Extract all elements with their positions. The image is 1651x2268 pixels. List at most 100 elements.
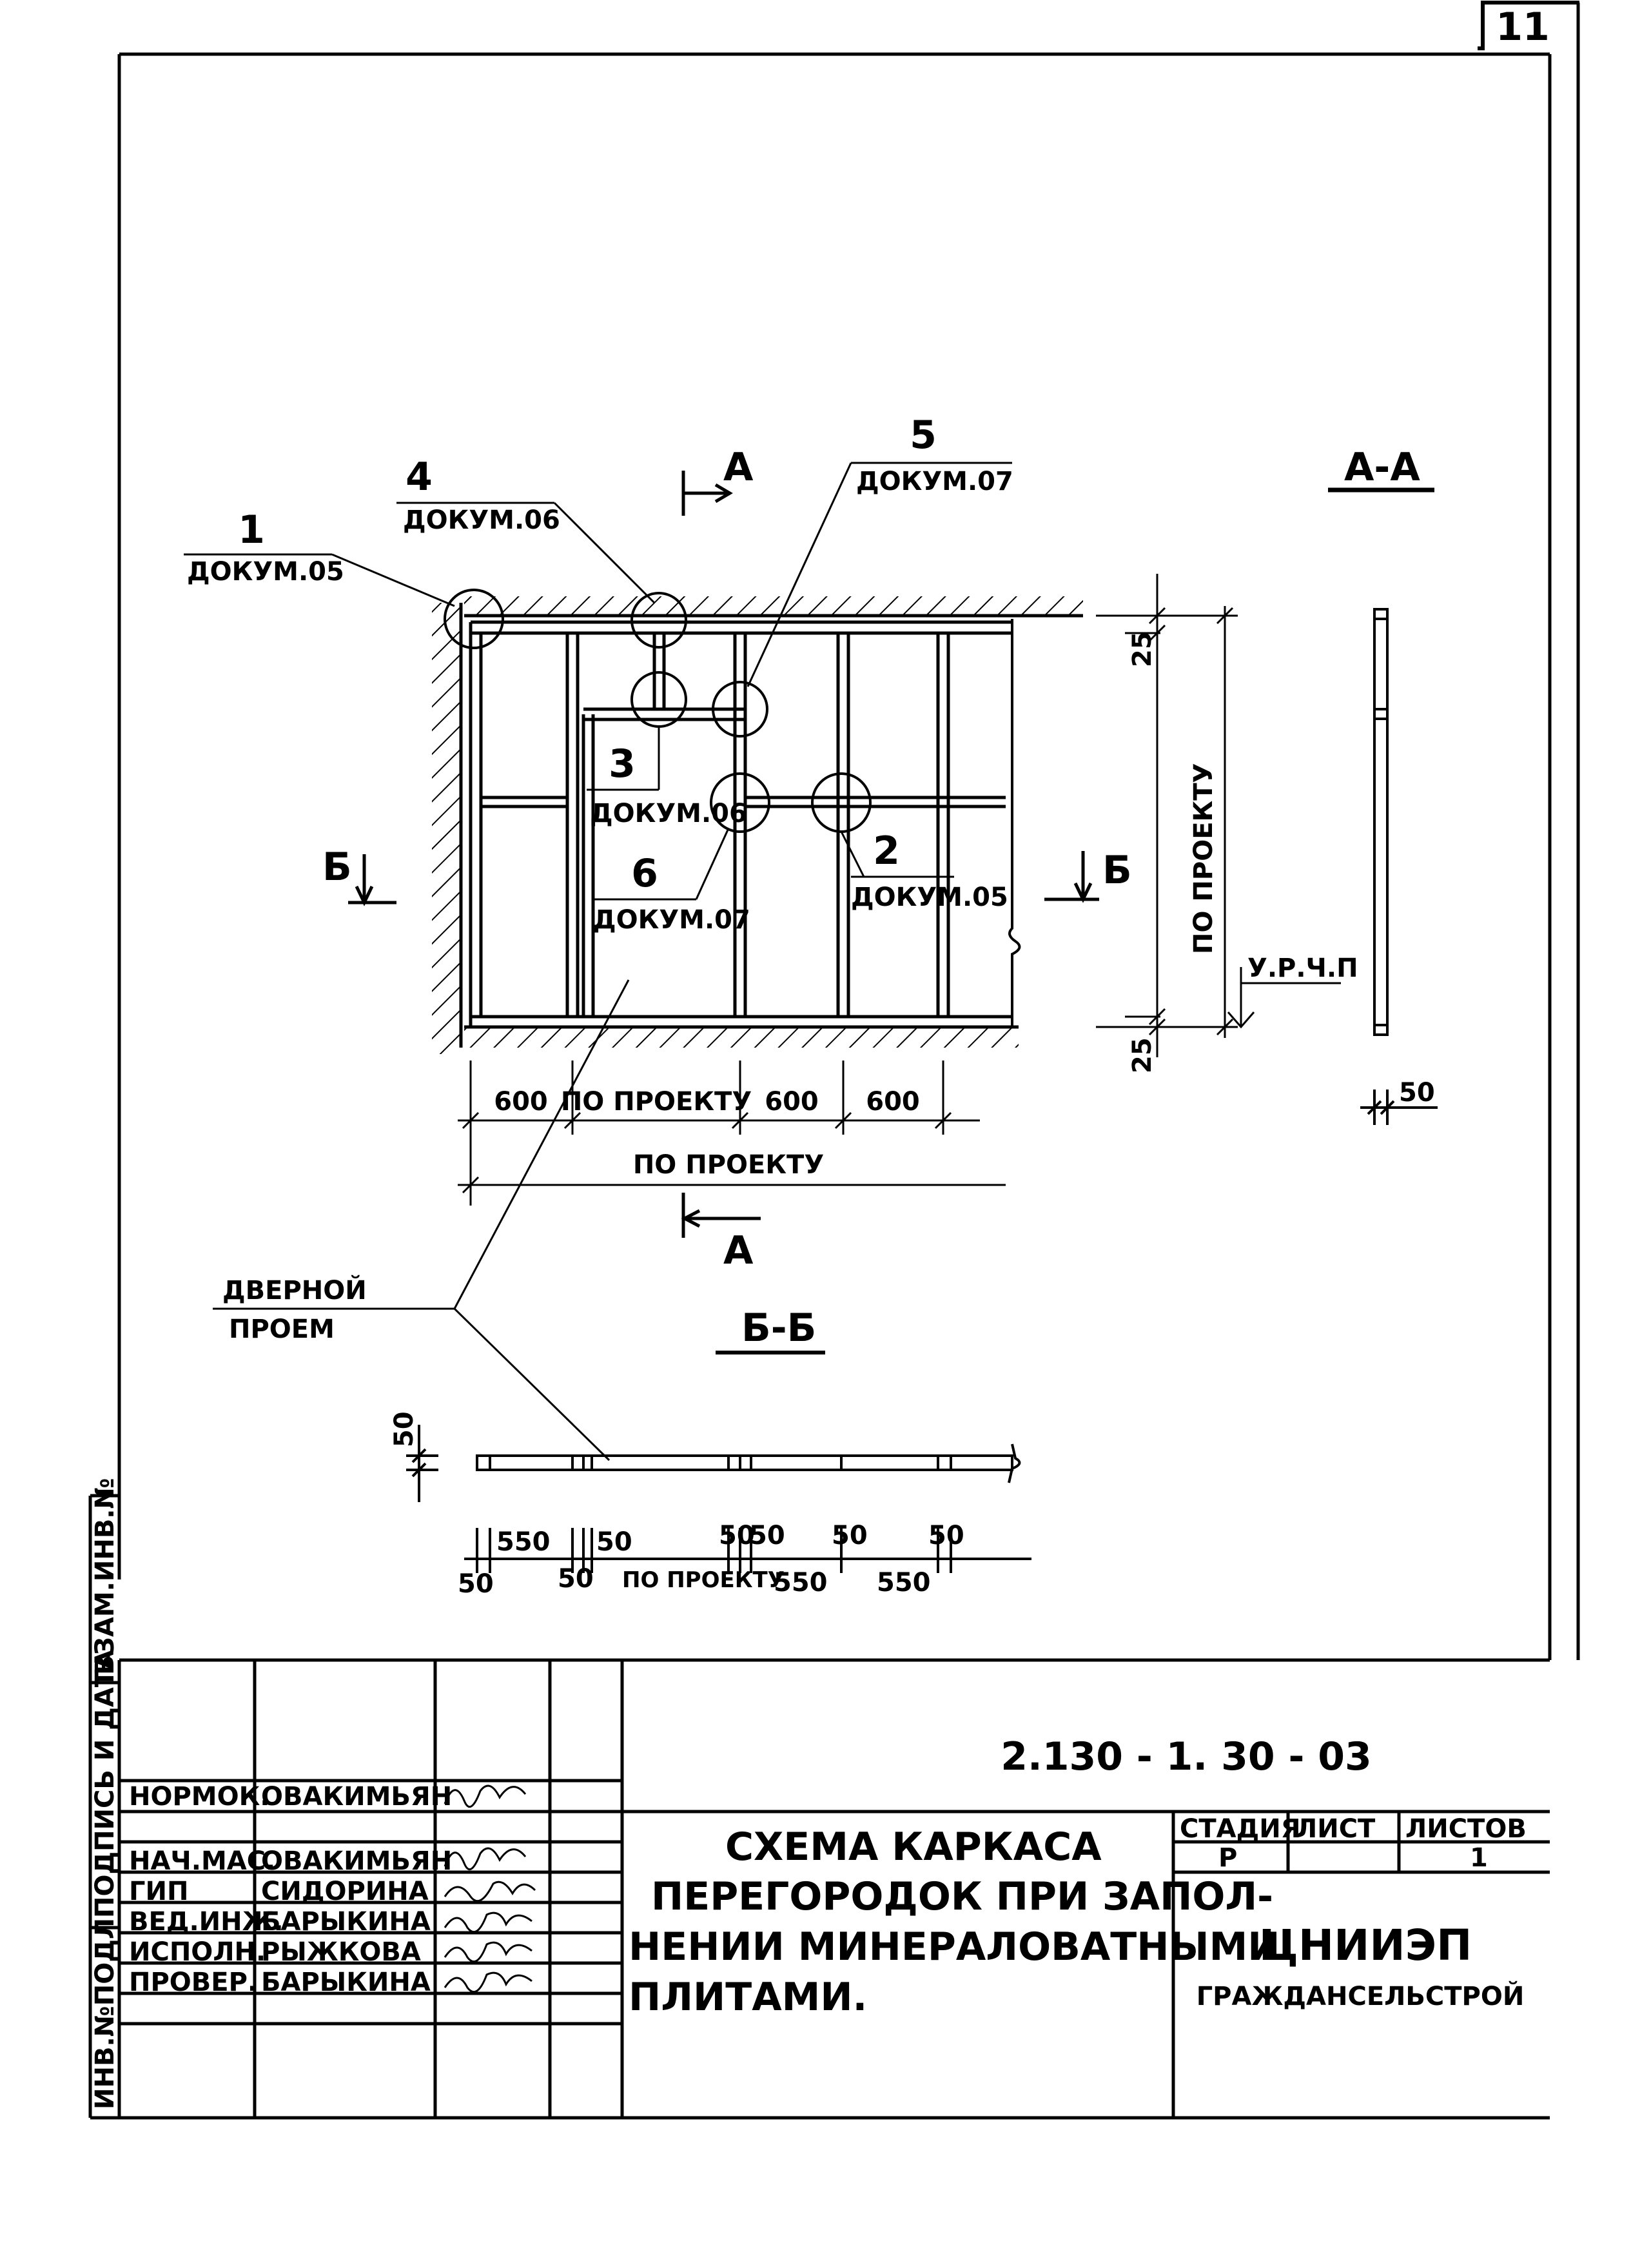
callout-3-number: 3 [609,741,636,787]
right-dimensions [1096,574,1341,1057]
page-number: 11 [1496,5,1550,50]
door-leader [213,979,630,1461]
partition-frame [469,620,1012,1029]
stage-header: СТАДИЯ [1180,1814,1301,1844]
section-bb-dim-550-bottom-b: 550 [877,1568,931,1598]
bottom-dimensions [458,1061,1006,1206]
ceiling-hatch [464,596,1083,616]
floor-mark-label: У.Р.Ч.П [1247,953,1358,983]
node-circles [444,589,872,833]
callout-3-ref: ДОКУМ.06 [590,799,747,828]
section-bb-title: Б-Б [741,1305,816,1351]
signature-4 [444,1911,532,1933]
role-prover: ПРОВЕР. [129,1968,257,1997]
role-ispoln: ИСПОЛН. [129,1937,266,1967]
dim-600-second: 600 [765,1087,819,1117]
section-bb-dim-50-c: 50 [749,1521,785,1550]
section-aa-dim: 50 [1399,1078,1435,1108]
section-a-marker-bottom [681,1193,761,1238]
org-subtitle: ГРАЖДАНСЕЛЬСТРОЙ [1197,1980,1525,2011]
section-bb-dim-50-b: 50 [719,1521,755,1550]
callout-5-ref: ДОКУМ.07 [856,467,1013,496]
door-label-line2: ПРОЕМ [229,1315,335,1344]
callout-6-number: 6 [631,851,658,896]
section-bb-dim-550-bottom-a: 550 [774,1568,828,1598]
section-bb-dim-50-a: 50 [596,1527,632,1557]
name-gip: СИДОРИНА [261,1877,429,1906]
section-bb-dim-50-e: 50 [928,1521,964,1550]
side-stamp [88,1494,119,2120]
section-b-marker-left [348,854,396,906]
callout-1-ref: ДОКУМ.05 [187,557,344,587]
role-ved-inzh: ВЕД.ИНЖ. [129,1907,284,1937]
break-line [1008,619,1021,1027]
node-circle-5 [712,681,768,738]
callout-leaders [184,462,1012,901]
callout-6-ref: ДОКУМ.07 [593,905,750,935]
signature-1 [444,1784,527,1808]
name-normok: ОВАКИМЬЯН [261,1782,452,1812]
role-gip: ГИП [129,1877,188,1906]
node-circle-6 [710,772,770,833]
wall-hatch [432,603,461,1054]
sheets-value: 1 [1470,1843,1488,1873]
section-bb-thickness: 50 [389,1411,419,1447]
section-bb-dim-550-top: 550 [496,1527,551,1557]
dim-top-gap: 25 [1128,631,1157,667]
signature-2 [444,1847,527,1871]
dim-bottom-gap: 25 [1128,1037,1157,1073]
section-aa-title: А-А [1344,445,1420,490]
callout-2-number: 2 [873,828,900,874]
dim-height: ПО ПРОЕКТУ [1189,763,1218,954]
section-b-right-label: Б [1102,848,1132,893]
section-aa: А-А 50 [1328,445,1438,1125]
node-circle-4 [630,592,687,649]
signature-6 [444,1971,532,1993]
dim-door-width: ПО ПРОЕКТУ [561,1087,752,1117]
name-ved-inzh: БАРЫКИНА [261,1907,431,1937]
floor-hatch [464,1027,1019,1048]
section-b-marker-right [1044,851,1099,903]
document-code: 2.130 - 1. 30 - 03 [1001,1734,1372,1779]
signature-5 [444,1941,532,1963]
node-circle-1 [444,589,504,649]
title-block [117,1660,1550,2120]
org-name: ЦНИИЭП [1259,1921,1472,1970]
main-view: 1 ДОКУМ.05 4 ДОКУМ.06 5 ДОКУМ.07 3 ДОКУМ… [184,413,1358,1461]
callout-4-ref: ДОКУМ.06 [403,505,560,535]
callout-5-number: 5 [910,413,937,458]
section-bb-dim-50-bottom-a: 50 [458,1569,494,1599]
side-stamp-signature: ПОДПИСЬ И ДАТА [90,1650,120,1918]
signatures [444,1784,536,1993]
name-nach-mas: ОВАКИМЬЯН [261,1846,452,1876]
callout-1-number: 1 [238,507,265,552]
section-a-marker-top [681,471,733,516]
page-number-box: 11 [1478,1,1579,50]
role-normok: НОРМОК. [129,1782,270,1812]
drawing-frame [117,3,1580,1662]
dim-600-first: 600 [494,1087,548,1117]
sheets-header: ЛИСТОВ [1405,1814,1527,1844]
name-prover: БАРЫКИНА [261,1968,431,1997]
stage-value: Р [1218,1843,1237,1873]
door-label-line1: ДВЕРНОЙ [222,1275,367,1305]
dim-600-third: 600 [866,1087,920,1117]
name-ispoln: РЫЖКОВА [261,1937,421,1967]
section-b-left-label: Б [322,845,352,890]
sheet-header: ЛИСТ [1296,1814,1376,1844]
role-nach-mas: НАЧ.МАС. [129,1846,275,1876]
section-bb-dim-50-bottom-b: 50 [558,1564,594,1594]
callout-2-ref: ДОКУМ.05 [851,883,1008,912]
section-bb-dim-50-d: 50 [832,1521,868,1550]
dim-total-width: ПО ПРОЕКТУ [633,1150,824,1180]
title-line-1: СХЕМА КАРКАСА [725,1824,1102,1870]
signature-3 [444,1881,536,1902]
section-a-top-label: А [723,445,754,490]
section-a-bottom-label: А [723,1228,754,1273]
callout-4-number: 4 [405,455,433,500]
section-bb-dim-project: ПО ПРОЕКТУ [622,1567,785,1593]
title-line-3: НЕНИИ МИНЕРАЛОВАТНЫМИ [629,1924,1280,1970]
title-line-4: ПЛИТАМИ. [629,1975,867,2020]
title-line-2: ПЕРЕГОРОДОК ПРИ ЗАПОЛ- [651,1874,1273,1919]
